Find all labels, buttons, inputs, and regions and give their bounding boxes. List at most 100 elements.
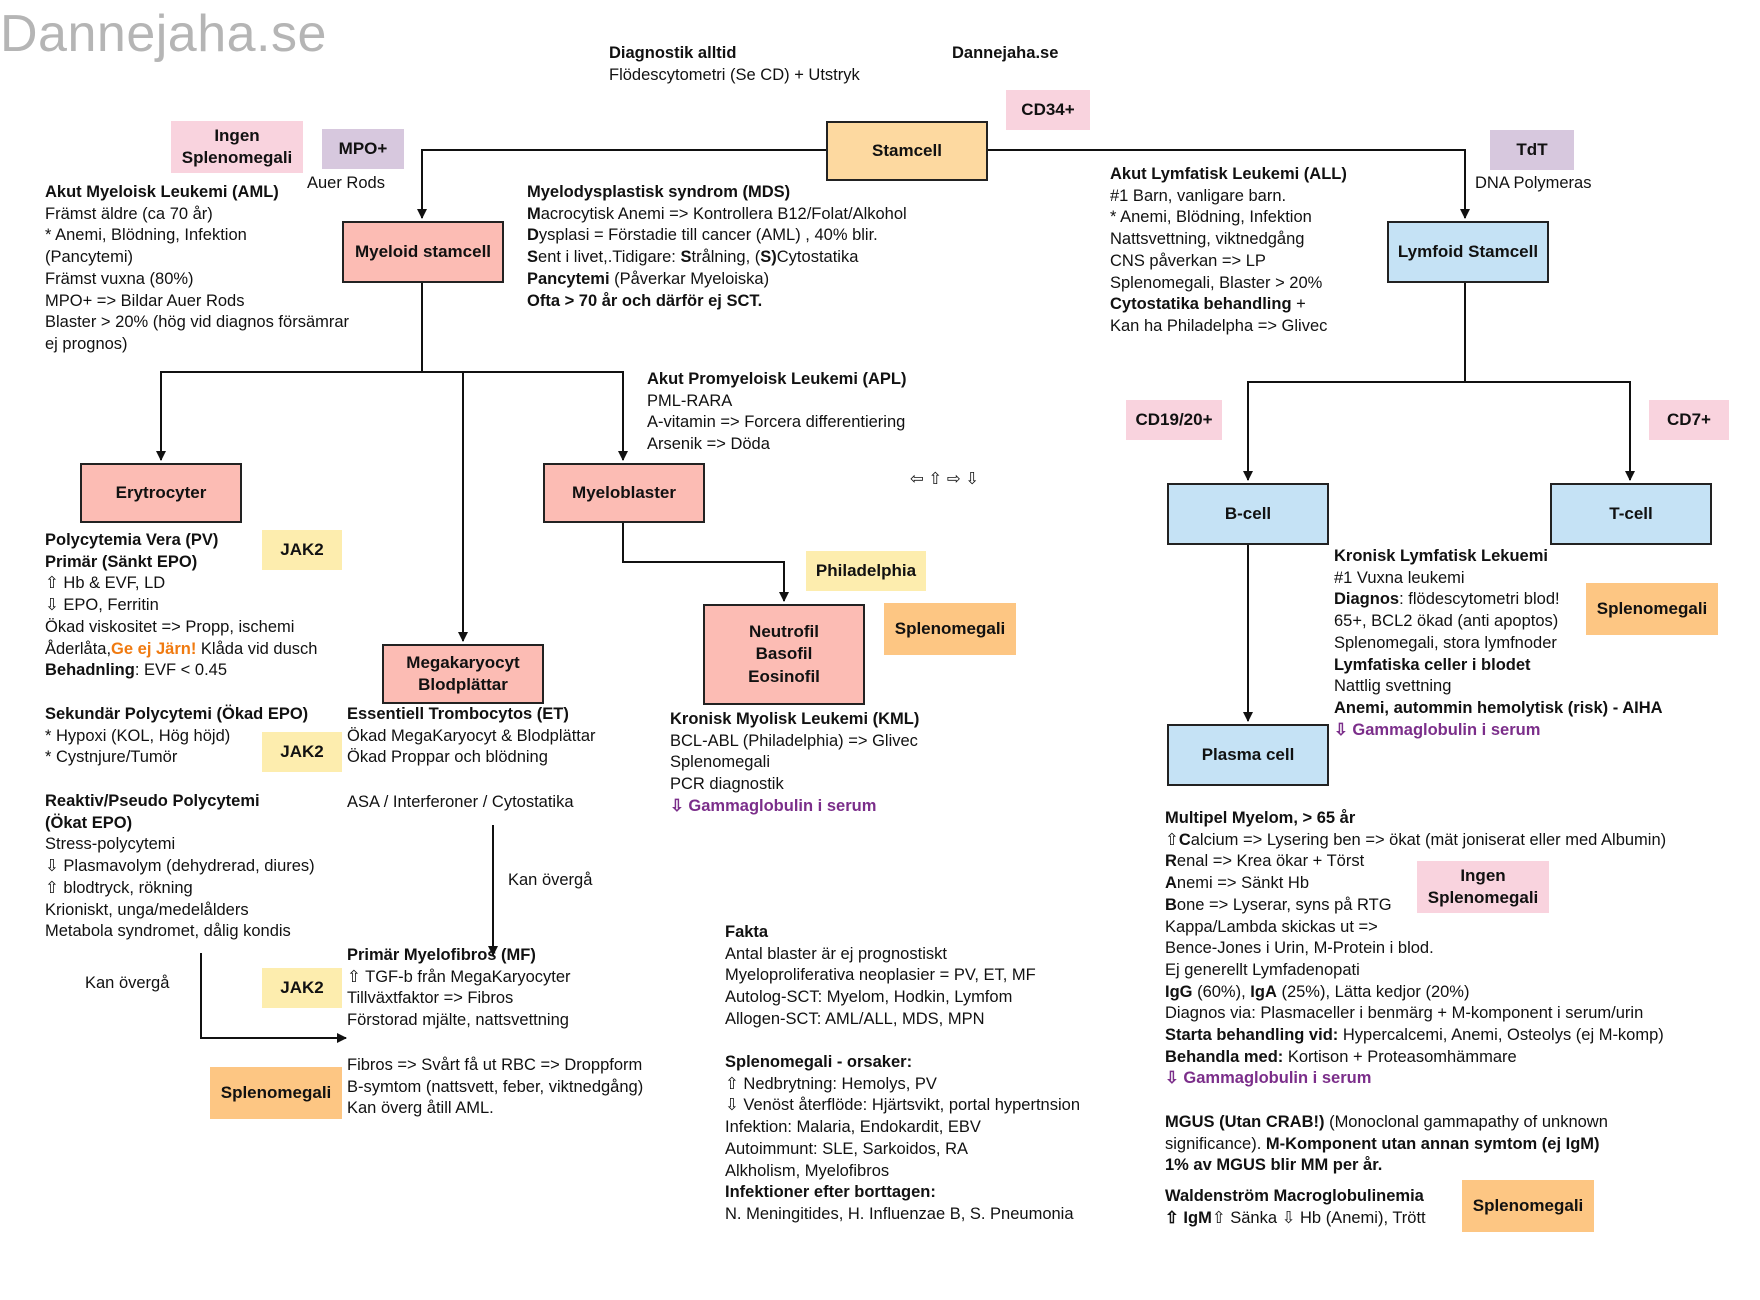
tag-splenomegali-kml: Splenomegali (884, 603, 1016, 655)
et-title: Essentiell Trombocytos (ET) (347, 705, 569, 723)
all-text: Akut Lymfatisk Leukemi (ALL) #1 Barn, va… (1110, 164, 1347, 338)
mm-line: Bence-Jones i Urin, M-Protein i blod. (1165, 939, 1434, 958)
intro-title: Diagnostik alltid (609, 44, 737, 62)
intro-line: Flödescytometri (Se CD) + Utstryk (609, 65, 860, 84)
kml-line: PCR diagnostik (670, 775, 784, 794)
eosinofil-line: Eosinofil (748, 666, 820, 686)
mds-title: Myelodysplastisk syndrom (MDS) (527, 183, 791, 201)
tag-ingen-splenomegali-mm: Ingen Splenomegali (1417, 861, 1549, 913)
splenomegali-orsaker-text: Splenomegali - orsaker: ⇧ Nedbrytning: H… (725, 1052, 1080, 1226)
aml-line: Främst äldre (ca 70 år) (45, 204, 213, 223)
tag-mpo: MPO+ (322, 129, 404, 169)
mm-line: Anemi => Sänkt Hb (1165, 874, 1309, 893)
all-line: * Anemi, Blödning, Infektion (1110, 208, 1312, 227)
tag-philadelphia: Philadelphia (806, 551, 926, 591)
mds-line: Sent i livet,.Tidigare: Strålning, (S)Cy… (527, 248, 859, 267)
mf-line: B-symtom (nattsvett, feber, viktnedgång) (347, 1077, 644, 1096)
tag-jak2-pv: JAK2 (262, 530, 342, 570)
aml-line: ej prognos) (45, 334, 128, 353)
pv-line: Ökad viskositet => Propp, ischemi (45, 617, 295, 636)
label-kan-overga-et: Kan övergå (508, 871, 593, 889)
node-megakaryocyt: Megakaryocyt Blodplättar (382, 644, 544, 704)
spl-line: N. Meningitides, H. Influenzae B, S. Pne… (725, 1204, 1074, 1223)
tag-jak2-mf: JAK2 (262, 968, 342, 1008)
mm-line: ⇧Calcium => Lysering ben => ökat (mät jo… (1165, 830, 1667, 849)
splenomegali-orsaker-title: Splenomegali - orsaker: (725, 1053, 913, 1071)
mf-text: Primär Myelofibros (MF) ⇧ TGF-b från Meg… (347, 945, 571, 1032)
mm-line: Renal => Krea ökar + Törst (1165, 852, 1365, 871)
kml-line: Splenomegali (670, 753, 770, 772)
mds-line: Dysplasi = Förstadie till cancer (AML) ,… (527, 226, 878, 245)
megakaryocyt-line: Megakaryocyt (406, 652, 520, 672)
node-plasma-cell: Plasma cell (1167, 724, 1329, 786)
kll-line: Diagnos: flödescytometri blod! (1334, 590, 1560, 609)
spl-line: Infektioner efter borttagen: (725, 1183, 936, 1202)
mds-line: Pancytemi (Påverkar Myeloiska) (527, 269, 770, 288)
reaktiv-line: Stress-polycytemi (45, 835, 176, 854)
tag-splenomegali-kll: Splenomegali (1586, 583, 1718, 635)
apl-title: Akut Promyeloisk Leukemi (APL) (647, 370, 907, 388)
neutrofil-line: Neutrofil (749, 622, 819, 642)
aml-text: Akut Myeloisk Leukemi (AML) Främst äldre… (45, 182, 349, 356)
et-treatment: ASA / Interferoner / Cytostatika (347, 793, 574, 811)
apl-line: Arsenik => Döda (647, 435, 770, 454)
tag-tdt: TdT (1490, 130, 1574, 170)
apl-text: Akut Promyeloisk Leukemi (APL) PML-RARA … (647, 369, 906, 456)
pv-line: ⇩ EPO, Ferritin (45, 596, 159, 615)
tag-splenomegali-waldenstrom: Splenomegali (1462, 1180, 1594, 1232)
fakta-title: Fakta (725, 923, 769, 941)
label-dna-polymeras: DNA Polymeras (1475, 174, 1592, 192)
mds-text: Myelodysplastisk syndrom (MDS) Macrocyti… (527, 182, 907, 312)
pv-subtitle: Primär (Sänkt EPO) (45, 552, 198, 571)
label-kan-overga-reak: Kan övergå (85, 974, 170, 992)
waldenstrom-title: Waldenström Macroglobulinemia (1165, 1187, 1424, 1205)
mf-title: Primär Myelofibros (MF) (347, 946, 536, 964)
spl-line: Autoimmunt: SLE, Sarkoidos, RA (725, 1139, 969, 1158)
sekundar-line: * Cystnjure/Tumör (45, 748, 178, 767)
reaktiv-line: Krioniskt, unga/medelålders (45, 900, 249, 919)
all-line: Splenomegali, Blaster > 20% (1110, 273, 1323, 292)
node-myeloid-stamcell: Myeloid stamcell (342, 221, 504, 283)
fakta-line: Autolog-SCT: Myelom, Hodkin, Lymfom (725, 988, 1013, 1007)
aml-line: Blaster > 20% (hög vid diagnos försämrar (45, 313, 350, 332)
ingen-line: Ingen (214, 125, 260, 145)
arrow-symbols: ⇦ ⇧ ⇨ ⇩ (910, 470, 980, 488)
pv-line: Behadnling: EVF < 0.45 (45, 661, 228, 680)
mf-line: Tillväxtfaktor => Fibros (347, 989, 514, 1008)
mm-line: Ej generellt Lymfadenopati (1165, 960, 1360, 979)
kll-line: Lymfatiska celler i blodet (1334, 655, 1531, 674)
ingen-line: Ingen (1460, 865, 1506, 885)
basofil-line: Basofil (755, 644, 813, 664)
mf-line: Fibros => Svårt få ut RBC => Droppform (347, 1056, 643, 1074)
label-auer-rods: Auer Rods (307, 174, 385, 192)
node-myeloblaster: Myeloblaster (543, 463, 705, 523)
all-line: #1 Barn, vanligare barn. (1110, 186, 1287, 205)
kll-line: Anemi, autommin hemolytisk (risk) - AIHA (1334, 698, 1663, 717)
node-lymfoid-stamcell: Lymfoid Stamcell (1387, 221, 1549, 283)
waldenstrom-text: Waldenström Macroglobulinemia ⇧ IgM⇧ Sän… (1165, 1187, 1426, 1227)
fakta-line: Myeloproliferativa neoplasier = PV, ET, … (725, 966, 1036, 985)
kll-gammaglobulin: ⇩ Gammaglobulin i serum (1334, 720, 1541, 739)
kml-title: Kronisk Myolisk Leukemi (KML) (670, 710, 920, 728)
intro-text: Diagnostik alltid Flödescytometri (Se CD… (609, 43, 860, 86)
aml-line: MPO+ => Bildar Auer Rods (45, 291, 245, 310)
pv-line: ⇧ Hb & EVF, LD (45, 574, 166, 593)
kml-gammaglobulin: ⇩ Gammaglobulin i serum (670, 796, 877, 815)
spl-line: Infektion: Malaria, Endokardit, EBV (725, 1118, 981, 1137)
tag-jak2-sekundar: JAK2 (262, 732, 342, 772)
node-stamcell: Stamcell (826, 121, 988, 181)
tag-splenomegali-mf: Splenomegali (210, 1067, 342, 1119)
blodplattar-line: Blodplättar (418, 675, 508, 694)
node-neutrofil-basofil-eosinofil: Neutrofil Basofil Eosinofil (703, 604, 865, 705)
kll-title: Kronisk Lymfatisk Lekuemi (1334, 547, 1548, 565)
line-lymfoid-tcell (1465, 381, 1635, 481)
node-b-cell: B-cell (1167, 483, 1329, 545)
site-name: Dannejaha.se (952, 44, 1059, 62)
mm-title: Multipel Myelom, > 65 år (1165, 809, 1356, 827)
all-line: Cytostatika behandling + (1110, 295, 1306, 314)
mf-line: Kan överg åtill AML. (347, 1099, 494, 1118)
tag-cd34: CD34+ (1006, 90, 1090, 130)
sekundar-line: * Hypoxi (KOL, Hög höjd) (45, 726, 231, 745)
mm-line: Starta behandling vid: Hypercalcemi, Ane… (1165, 1026, 1664, 1045)
watermark: Dannejaha.se (0, 5, 327, 63)
